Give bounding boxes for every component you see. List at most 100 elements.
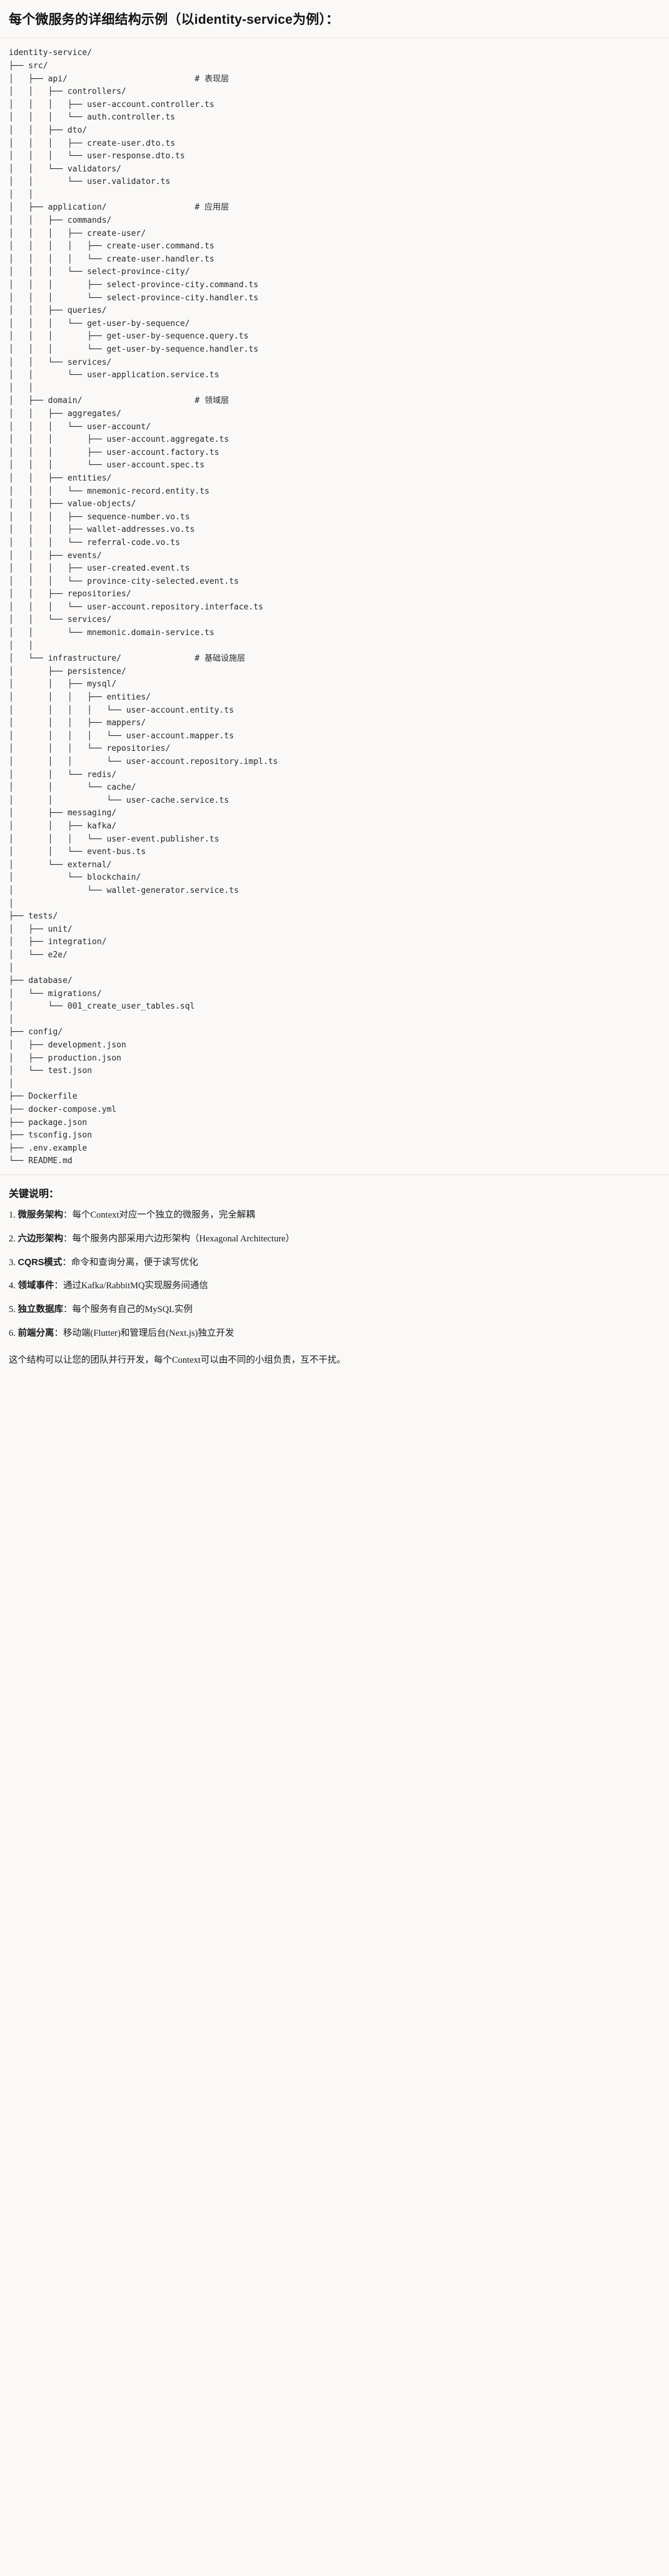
tree-line: │ │ │ ├── user-created.event.ts	[9, 564, 190, 574]
tree-line: │ │ │ ├── entities/	[9, 693, 151, 703]
key-note-number: 6.	[9, 1328, 18, 1338]
tree-line: ├── .env.example	[9, 1143, 88, 1153]
tree-line: │ └── wallet-generator.service.ts	[9, 885, 239, 895]
tree-line: │ └── blockchain/	[9, 873, 141, 883]
tree-line: │ └── e2e/	[9, 950, 68, 960]
tree-line: │ ├── persistence/	[9, 666, 126, 676]
tree-line: │ │ │ ├── create-user.dto.ts	[9, 138, 176, 148]
tree-line: │ │ │ └── mnemonic-record.entity.ts	[9, 486, 209, 496]
tree-line: │ └── infrastructure/ # 基础设施层	[9, 654, 246, 664]
tree-line: │ ├── domain/ # 领域层	[9, 396, 229, 406]
tree-line: │ │ │ └── get-user-by-sequence/	[9, 318, 190, 328]
tree-line: │ │ │ └── get-user-by-sequence.handler.t…	[9, 345, 259, 354]
document-header: 每个微服务的详细结构示例（以identity-service为例）：	[0, 0, 669, 39]
tree-line-comment: # 应用层	[194, 203, 229, 213]
tree-line: │ │ │ ├── create-user/	[9, 228, 146, 238]
key-note-item: 3. CQRS模式：命令和查询分离，便于读写优化	[9, 1256, 660, 1270]
tree-line: │ │ │ └── repositories/	[9, 744, 171, 754]
tree-line-comment: # 表现层	[194, 74, 229, 84]
tree-line: │ │ │ ├── sequence-number.vo.ts	[9, 512, 190, 522]
tree-line: │ ├── production.json	[9, 1053, 122, 1063]
tree-line: │ │ ├── kafka/	[9, 821, 117, 831]
tree-line: │ │ │ └── user-account/	[9, 422, 151, 432]
tree-line: ├── docker-compose.yml	[9, 1105, 117, 1115]
tree-line: │ │ │ └── user-response.dto.ts	[9, 151, 185, 161]
tree-line: │ │ └── services/	[9, 357, 112, 367]
key-note-separator: ：	[63, 1210, 73, 1220]
key-note-item: 4. 领域事件：通过Kafka/RabbitMQ实现服务间通信	[9, 1280, 660, 1293]
key-note-term: 六边形架构	[18, 1233, 64, 1244]
tree-line: │ ├── application/ # 应用层	[9, 203, 229, 213]
tree-line: ├── database/	[9, 976, 73, 986]
key-note-separator: ：	[62, 1257, 71, 1268]
tree-line: │ │ │ └── user-account.spec.ts	[9, 461, 205, 471]
tree-line: │ │ │ └── user-account.repository.interf…	[9, 602, 263, 612]
directory-tree-block: identity-service/ ├── src/ │ ├── api/ # 表现…	[0, 38, 669, 1174]
key-notes-list: 1. 微服务架构：每个Context对应一个独立的微服务，完全解耦 2. 六边形架…	[9, 1209, 660, 1341]
key-note-item: 1. 微服务架构：每个Context对应一个独立的微服务，完全解耦	[9, 1209, 660, 1223]
tree-line: │ │ ├── mysql/	[9, 680, 117, 690]
tree-line: │ │ ├── dto/	[9, 125, 88, 135]
tree-line: │ │ │ ├── select-province-city.command.t…	[9, 280, 259, 290]
tree-line: │	[9, 899, 14, 909]
tree-line: │ │ │ └── auth.controller.ts	[9, 113, 176, 123]
tree-line: │ │ ├── aggregates/	[9, 409, 122, 419]
key-note-description: 每个服务有自己的MySQL实例	[72, 1305, 193, 1315]
closing-paragraph: 这个结构可以让您的团队并行开发，每个Context可以由不同的小组负责，互不干扰…	[9, 1355, 346, 1365]
tree-line: │ │ │ └── referral-code.vo.ts	[9, 537, 180, 547]
tree-line: │ │ ├── commands/	[9, 216, 112, 226]
key-note-separator: ：	[63, 1305, 73, 1315]
tree-line: │ │ ├── repositories/	[9, 589, 131, 599]
key-notes-block: 关键说明： 1. 微服务架构：每个Context对应一个独立的微服务，完全解耦 2…	[0, 1174, 669, 1380]
tree-line: │ ├── unit/	[9, 924, 73, 934]
tree-line: │ ├── messaging/	[9, 808, 117, 818]
key-note-separator: ：	[54, 1281, 64, 1291]
tree-line: │ └── external/	[9, 860, 112, 870]
key-note-number: 2.	[9, 1233, 18, 1244]
key-notes-title: 关键说明：	[9, 1189, 59, 1199]
key-note-term: 前端分离	[18, 1328, 54, 1338]
tree-line: │ ├── development.json	[9, 1041, 126, 1051]
tree-line: │ │	[9, 641, 34, 651]
tree-line: identity-service/	[9, 48, 93, 58]
key-note-item: 6. 前端分离：移动端(Flutter)和管理后台(Next.js)独立开发	[9, 1327, 660, 1341]
tree-line: │ │ └── validators/	[9, 164, 122, 174]
tree-line: │ │ └── cache/	[9, 783, 136, 793]
tree-line: │ │ ├── controllers/	[9, 87, 126, 97]
tree-line: │ │ │ ├── wallet-addresses.vo.ts	[9, 525, 195, 535]
tree-line: ├── config/	[9, 1027, 63, 1037]
tree-line: │ │ │ └── user-event.publisher.ts	[9, 834, 219, 844]
tree-line: ├── package.json	[9, 1117, 88, 1128]
tree-line: │ │ │ └── province-city-selected.event.t…	[9, 576, 239, 586]
key-note-term: CQRS模式	[18, 1257, 63, 1268]
tree-line: └── README.md	[9, 1156, 73, 1166]
tree-line: │ │ │ ├── user-account.controller.ts	[9, 99, 214, 109]
tree-line: │ │ ├── queries/	[9, 306, 107, 316]
tree-line: │ └── 001_create_user_tables.sql	[9, 1002, 195, 1012]
key-note-description: 移动端(Flutter)和管理后台(Next.js)独立开发	[63, 1328, 234, 1338]
key-note-item: 5. 独立数据库：每个服务有自己的MySQL实例	[9, 1303, 660, 1317]
tree-line: │ │ │ ├── user-account.factory.ts	[9, 447, 219, 457]
tree-line: │ │ ├── events/	[9, 551, 102, 561]
key-note-number: 5.	[9, 1305, 18, 1315]
tree-line: │ │ │ │ ├── create-user.command.ts	[9, 242, 214, 252]
tree-line: │ │ │ └── select-province-city.handler.t…	[9, 293, 259, 303]
tree-line: │ └── test.json	[9, 1066, 93, 1076]
tree-line: │	[9, 1014, 14, 1024]
tree-line: │ │ │ │ └── user-account.mapper.ts	[9, 731, 234, 741]
tree-line: │ │ │ ├── get-user-by-sequence.query.ts	[9, 332, 249, 342]
tree-line: ├── Dockerfile	[9, 1092, 78, 1102]
tree-line: │ │ │ │ └── user-account.entity.ts	[9, 705, 234, 715]
key-note-term: 独立数据库	[18, 1305, 64, 1315]
tree-line: │ │ └── user.validator.ts	[9, 177, 171, 187]
key-note-item: 2. 六边形架构：每个服务内部采用六边形架构（Hexagonal Archite…	[9, 1233, 660, 1246]
key-note-description: 通过Kafka/RabbitMQ实现服务间通信	[63, 1281, 208, 1291]
tree-line: │ ├── api/ # 表现层	[9, 74, 229, 84]
tree-line: │ ├── integration/	[9, 937, 107, 947]
tree-line-comment: # 领域层	[194, 396, 229, 406]
tree-line: ├── src/	[9, 61, 48, 71]
key-note-number: 1.	[9, 1210, 18, 1220]
tree-line: │ │ │ ├── mappers/	[9, 718, 146, 728]
tree-line: ├── tests/	[9, 912, 58, 922]
tree-line: │ │ └── event-bus.ts	[9, 847, 146, 857]
